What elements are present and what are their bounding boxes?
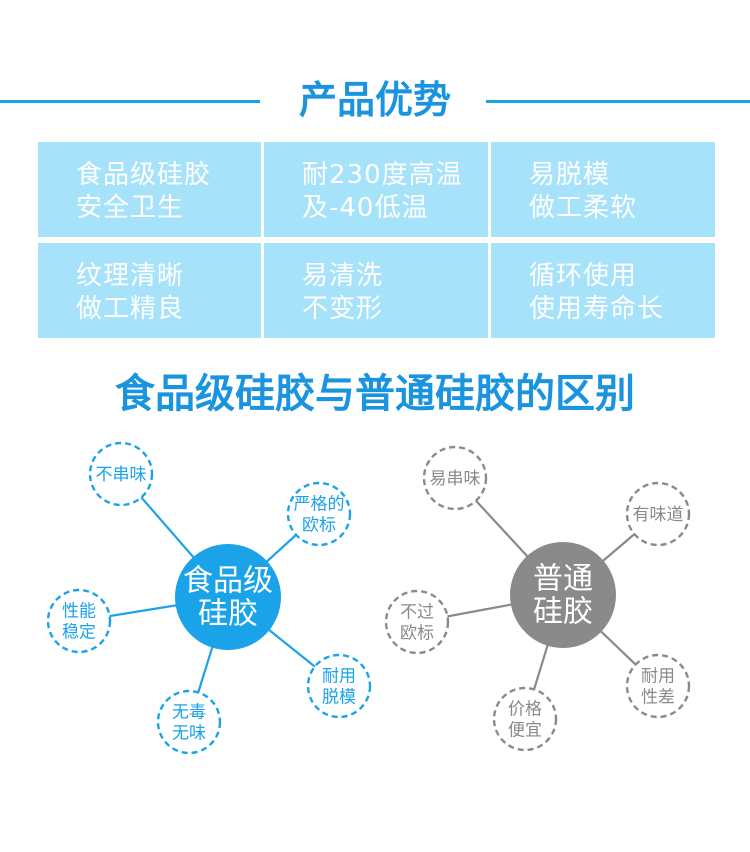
feature-cell: 易脱模做工柔软 [491, 142, 715, 237]
feature-line: 及-40低温 [302, 193, 429, 223]
hub-label: 普通 [533, 562, 593, 597]
feature-cell: 食品级硅胶安全卫生 [38, 142, 261, 237]
comparison-diagram: 不串味严格的欧标性能稳定无毒无味耐用脱模食品级硅胶易串味有味道不过欧标价格便宜耐… [46, 441, 691, 755]
feature-line: 安全卫生 [76, 193, 185, 223]
node-circle [156, 689, 222, 755]
node-circle [286, 481, 352, 547]
title-rule-left [0, 100, 260, 103]
feature-line: 食品级硅胶 [76, 160, 212, 190]
feature-line: 不变形 [302, 294, 384, 324]
feature-cell: 纹理清晰做工精良 [38, 243, 261, 338]
node-label: 无毒 [172, 703, 206, 723]
node-label: 脱模 [322, 688, 356, 708]
node-label: 便宜 [508, 721, 542, 741]
feature-cell: 耐230度高温及-40低温 [264, 142, 488, 237]
node-circle [306, 653, 372, 719]
node-label: 欧标 [400, 624, 434, 644]
hub-label: 食品级 [183, 564, 273, 599]
node-label: 欧标 [302, 516, 336, 536]
hub-label: 硅胶 [198, 597, 258, 632]
node-circle [384, 589, 450, 655]
node-label: 耐用 [322, 667, 356, 687]
right-hub-circle [510, 542, 616, 648]
feature-line: 易脱模 [529, 160, 611, 190]
feature-line: 循环使用 [529, 261, 638, 291]
feature-cell: 循环使用使用寿命长 [491, 243, 715, 338]
node-circle [625, 481, 691, 547]
feature-cell: 易清洗不变形 [264, 243, 488, 338]
node-circle [88, 441, 154, 507]
node-label: 严格的 [294, 495, 345, 515]
node-label: 不过 [400, 603, 434, 623]
feature-line: 耐230度高温 [302, 160, 463, 190]
node-label: 耐用 [641, 667, 675, 687]
node-label: 易串味 [430, 469, 481, 489]
node-label: 有味道 [633, 505, 684, 525]
feature-line: 做工柔软 [529, 193, 638, 223]
node-label: 价格 [508, 700, 542, 720]
feature-line: 纹理清晰 [76, 261, 185, 291]
node-circle [46, 588, 112, 654]
title-rule-right [486, 100, 750, 103]
section-title-comparison: 食品级硅胶与普通硅胶的区别 [115, 371, 635, 417]
node-label: 稳定 [62, 623, 96, 643]
node-label: 性能 [62, 602, 96, 622]
node-circle [625, 653, 691, 719]
left-hub-circle [175, 544, 281, 650]
node-circle [492, 686, 558, 752]
node-label: 无味 [172, 724, 206, 744]
node-label: 不串味 [96, 465, 147, 485]
section-title-advantages: 产品优势 [298, 78, 451, 122]
node-circle [422, 445, 488, 511]
node-label: 性差 [641, 688, 675, 708]
feature-line: 使用寿命长 [529, 294, 665, 324]
hub-label: 硅胶 [533, 595, 593, 630]
feature-grid: 食品级硅胶安全卫生 耐230度高温及-40低温 易脱模做工柔软 纹理清晰做工精良… [38, 142, 715, 338]
feature-line: 易清洗 [302, 261, 384, 291]
feature-line: 做工精良 [76, 294, 185, 324]
